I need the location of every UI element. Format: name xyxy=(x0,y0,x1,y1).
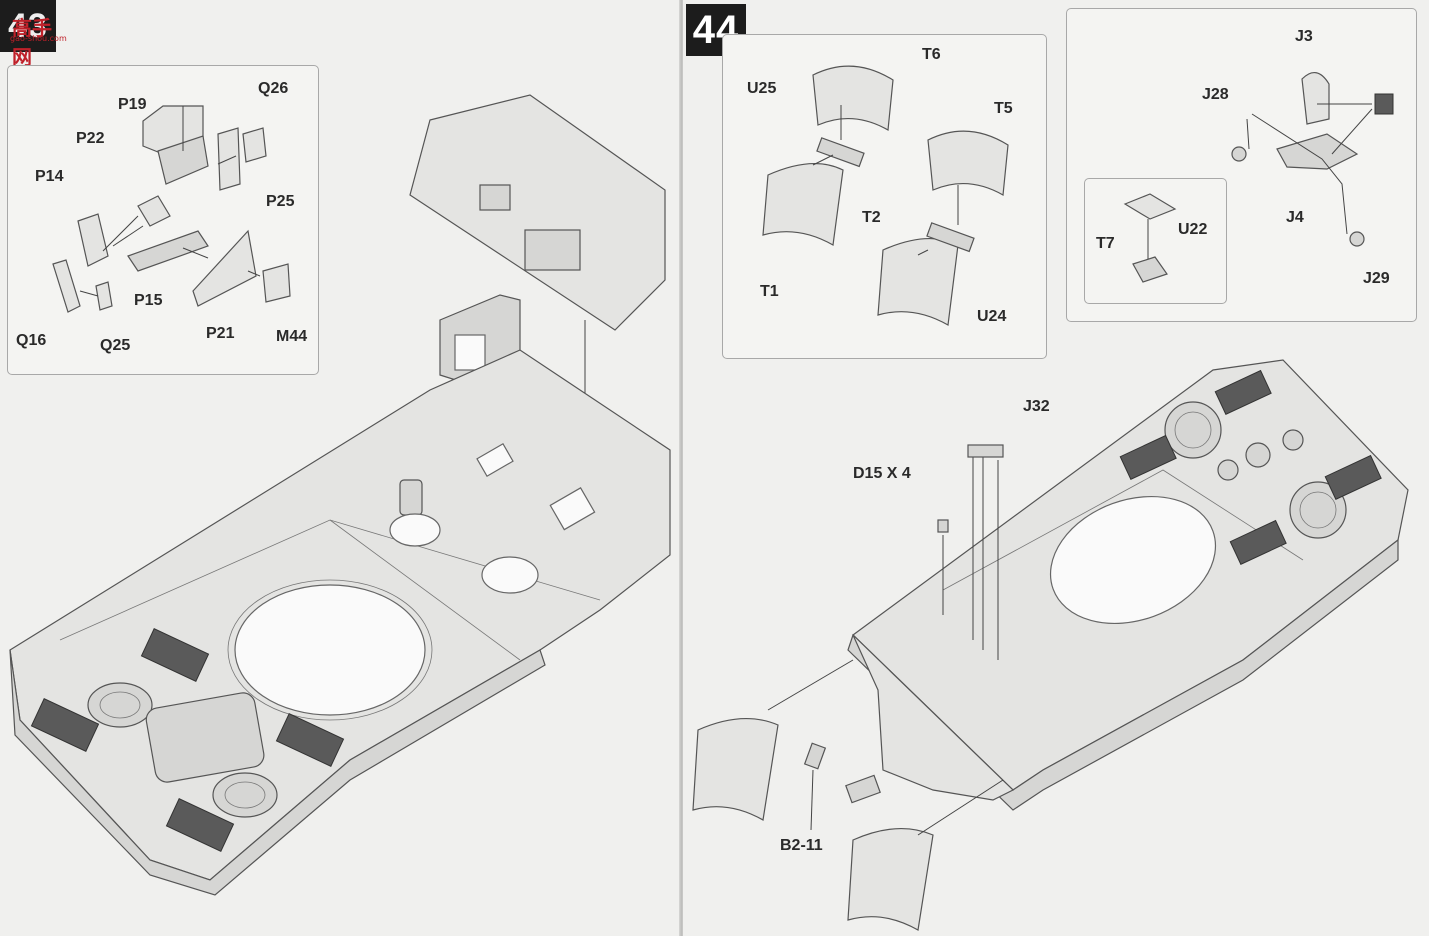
detail-box-left xyxy=(7,65,319,375)
step-badge: 44 xyxy=(686,4,746,56)
right-page: 44 T6 U25 T5 T2 T1 U24 xyxy=(683,0,1429,936)
part-label: T6 xyxy=(922,46,941,63)
part-label: D15 X 4 xyxy=(853,465,911,482)
step-badge-partial: 43 xyxy=(0,0,56,52)
hull-assembly-diagram xyxy=(9,94,671,896)
part-label: J29 xyxy=(1363,270,1390,287)
part-label: Q25 xyxy=(100,337,131,354)
part-label: P25 xyxy=(266,193,295,210)
detail-parts-diagram xyxy=(52,105,291,313)
part-label: J3 xyxy=(1295,28,1313,45)
hull-rear-assembly-diagram xyxy=(692,359,1409,931)
part-label: P15 xyxy=(134,292,163,309)
site-logo: 高手网 gao-shou.com xyxy=(6,4,68,69)
part-label: T7 xyxy=(1096,235,1115,252)
j-parts-diagram xyxy=(1231,72,1394,247)
part-label: J4 xyxy=(1286,209,1304,226)
detail-box-fenders xyxy=(722,34,1047,359)
part-label: J32 xyxy=(1023,398,1050,415)
part-label: J28 xyxy=(1202,86,1229,103)
part-label: P21 xyxy=(206,325,235,342)
part-label: M44 xyxy=(276,328,308,345)
part-label: P19 xyxy=(118,96,147,113)
part-label: P14 xyxy=(35,168,64,185)
part-label: T2 xyxy=(862,209,881,226)
logo-url: gao-shou.com xyxy=(10,34,67,43)
left-page: 43 高手网 gao-shou.com P19 Q26 P22 xyxy=(0,0,680,936)
detail-box-t7-u22 xyxy=(1084,178,1227,304)
part-label: B2-11 xyxy=(780,837,823,854)
part-label: U24 xyxy=(977,308,1007,325)
part-label: U25 xyxy=(747,80,777,97)
part-label: U22 xyxy=(1178,221,1208,238)
fender-parts-diagram xyxy=(762,65,1009,326)
part-label: P22 xyxy=(76,130,105,147)
part-label: T5 xyxy=(994,100,1013,117)
part-label: Q26 xyxy=(258,80,289,97)
page-gutter xyxy=(679,0,684,936)
t7-u22-diagram xyxy=(1123,193,1177,283)
logo-text: 高手网 xyxy=(12,16,52,69)
part-label: T1 xyxy=(760,283,779,300)
part-label: Q16 xyxy=(16,332,47,349)
